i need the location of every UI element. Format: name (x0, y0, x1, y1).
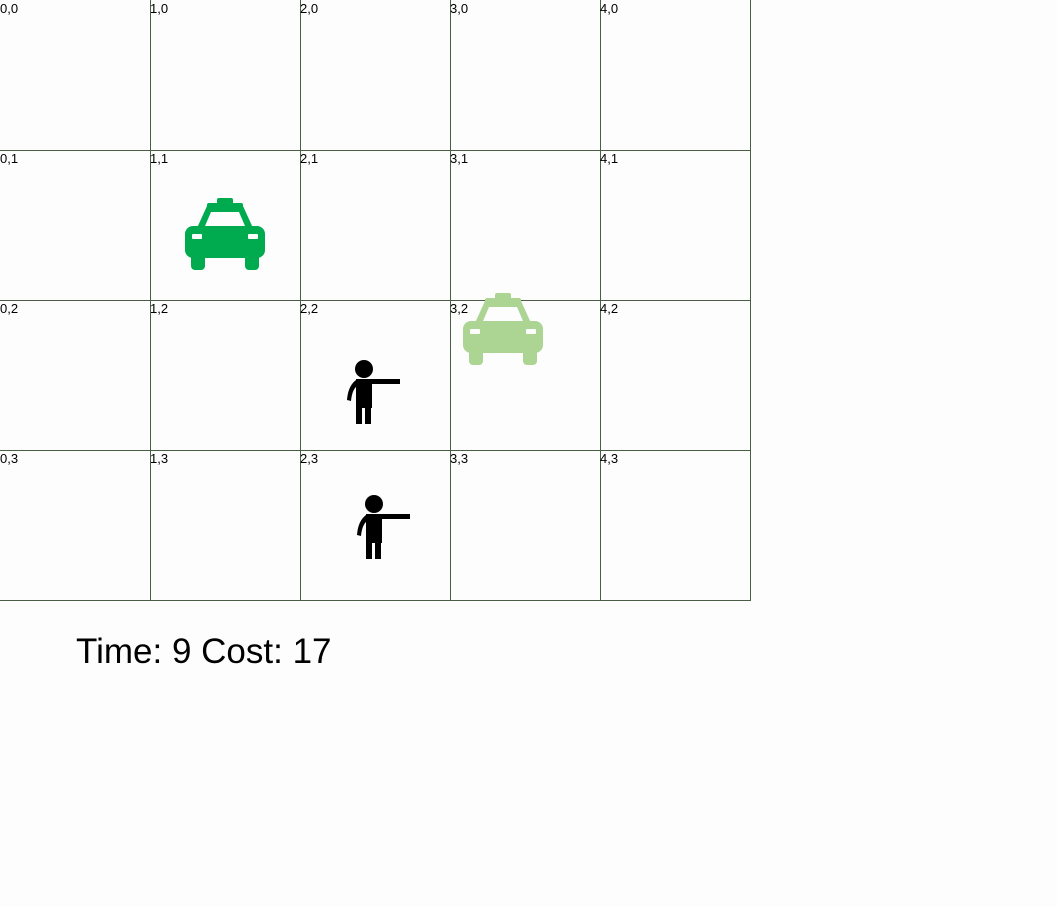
grid-cell: 0,2 (0, 300, 151, 451)
cost-label: Cost: (201, 632, 283, 671)
grid-cell: 2,1 (300, 150, 451, 301)
grid-cell: 3,3 (450, 450, 601, 601)
grid-cell: 4,0 (600, 0, 751, 151)
grid-cell: 3,2 (450, 300, 601, 451)
taxi-icon (185, 198, 265, 275)
grid-cell: 0,0 (0, 0, 151, 151)
cell-coordinate-label: 4,3 (600, 451, 619, 466)
cell-coordinate-label: 4,0 (600, 1, 619, 16)
cell-coordinate-label: 0,0 (0, 1, 19, 16)
grid-cell: 4,3 (600, 450, 751, 601)
passenger-icon (342, 360, 402, 431)
cell-coordinate-label: 2,1 (300, 151, 319, 166)
cell-coordinate-label: 1,1 (150, 151, 169, 166)
cell-coordinate-label: 0,2 (0, 301, 19, 316)
cell-coordinate-label: 4,2 (600, 301, 619, 316)
grid-cell: 2,2 (300, 300, 451, 451)
cell-coordinate-label: 3,1 (450, 151, 469, 166)
grid: 0,0 1,0 2,0 3,0 4,0 0,1 1,1 2,1 3,1 4,1 0,2 1,2 2,2 3… (0, 0, 751, 601)
cell-coordinate-label: 1,2 (150, 301, 169, 316)
grid-cell: 2,3 (300, 450, 451, 601)
cell-coordinate-label: 2,0 (300, 1, 319, 16)
time-value: 9 (171, 632, 192, 671)
status-bar: Time: 9 Cost: 17 (76, 632, 332, 672)
cost-value: 17 (292, 632, 332, 671)
grid-cell: 0,3 (0, 450, 151, 601)
grid-cell: 4,1 (600, 150, 751, 301)
cell-coordinate-label: 3,2 (450, 301, 469, 316)
cell-coordinate-label: 2,2 (300, 301, 319, 316)
grid-cell: 3,0 (450, 0, 601, 151)
cell-coordinate-label: 3,0 (450, 1, 469, 16)
cell-coordinate-label: 3,3 (450, 451, 469, 466)
grid-cell: 1,2 (150, 300, 301, 451)
grid-cell: 1,1 (150, 150, 301, 301)
passenger-icon (352, 495, 412, 566)
taxi-ghost-icon (463, 293, 543, 370)
grid-cell: 3,1 (450, 150, 601, 301)
cell-coordinate-label: 2,3 (300, 451, 319, 466)
grid-cell: 1,3 (150, 450, 301, 601)
grid-cell: 2,0 (300, 0, 451, 151)
cell-coordinate-label: 4,1 (600, 151, 619, 166)
time-label: Time: (76, 632, 163, 671)
cell-coordinate-label: 0,3 (0, 451, 19, 466)
grid-cell: 1,0 (150, 0, 301, 151)
cell-coordinate-label: 1,3 (150, 451, 169, 466)
cell-coordinate-label: 0,1 (0, 151, 19, 166)
grid-cell: 4,2 (600, 300, 751, 451)
cell-coordinate-label: 1,0 (150, 1, 169, 16)
grid-cell: 0,1 (0, 150, 151, 301)
